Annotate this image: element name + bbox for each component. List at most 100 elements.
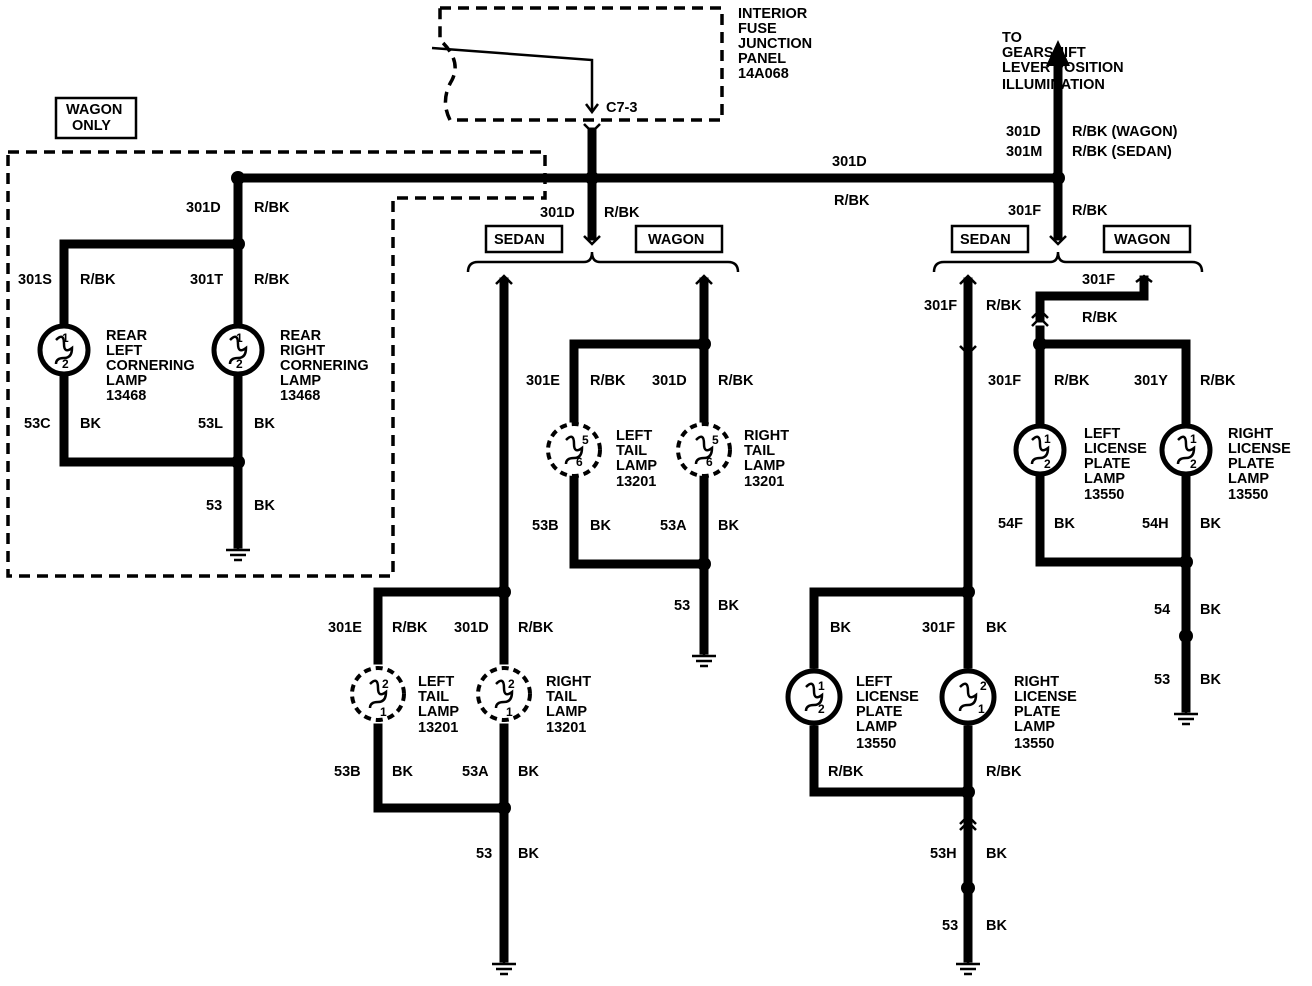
wire-color-label: R/BK — [392, 620, 428, 636]
lamp-label: LICENSE — [1014, 689, 1077, 705]
destination-label: TO — [1002, 30, 1022, 46]
circuit-label: 53 — [206, 498, 222, 514]
variant-label: SEDAN — [960, 232, 1011, 248]
selection-braces — [466, 251, 1204, 273]
circuit-label: 53A — [462, 764, 489, 780]
lamp-label: LEFT — [106, 343, 142, 359]
wire-color-label: BK — [518, 764, 539, 780]
lamp-part: 13468 — [280, 388, 320, 404]
circuit-label: 301D — [454, 620, 489, 636]
circuit-label: 301F — [1008, 203, 1041, 219]
lamp-label: TAIL — [744, 443, 775, 459]
circuit-label: 53H — [930, 846, 957, 862]
circuit-label: 301D — [540, 205, 575, 221]
wire-color-label: R/BK — [518, 620, 554, 636]
wire-color-label: BK — [590, 518, 611, 534]
wires — [59, 55, 1191, 963]
circuit-label: 301D — [1006, 124, 1041, 140]
circuit-label: 53 — [942, 918, 958, 934]
pin-number: 2 — [62, 357, 69, 371]
lamp-part: 13201 — [744, 474, 784, 490]
wire-color-label: R/BK — [1082, 310, 1118, 326]
pin-number: 6 — [576, 455, 583, 469]
sedan-box — [484, 224, 564, 254]
lamp-label: REAR — [280, 328, 322, 344]
wire-color-label: BK — [1200, 672, 1221, 688]
lamp-part: 13201 — [616, 474, 656, 490]
lamp-filaments — [54, 335, 1196, 712]
lamp-label: RIGHT — [280, 343, 325, 359]
wire-color-label: R/BK — [1072, 203, 1108, 219]
lamp-label: LEFT — [856, 674, 892, 690]
wagon-only-region — [6, 150, 547, 578]
ground-icon — [1172, 706, 1200, 726]
wire-color-label: R/BK — [604, 205, 640, 221]
destination-label: GEARSHIFT — [1002, 45, 1086, 61]
circuit-label: 54H — [1142, 516, 1169, 532]
lamp-part: 13201 — [546, 720, 586, 736]
lamp-label: CORNERING — [280, 358, 369, 374]
lamp-symbols — [37, 323, 1213, 726]
pin-number: 1 — [1190, 432, 1197, 446]
wagon-only-label: WAGON — [66, 102, 122, 118]
lamp-label: RIGHT — [1014, 674, 1059, 690]
lamp-label: LAMP — [546, 704, 587, 720]
wagon-box — [1102, 224, 1192, 254]
lamp-part: 13201 — [418, 720, 458, 736]
pin-number: 1 — [1044, 432, 1051, 446]
wire-color-label: R/BK — [828, 764, 864, 780]
lamp-label: RIGHT — [744, 428, 789, 444]
pin-number: 2 — [236, 357, 243, 371]
lamp-label: PLATE — [856, 704, 903, 720]
circuit-label: 53 — [1154, 672, 1170, 688]
circuit-label: 301E — [328, 620, 362, 636]
circuit-label: 53 — [674, 598, 690, 614]
wire-color-label: BK — [1200, 602, 1221, 618]
connector-marks — [495, 123, 1153, 831]
pin-number: 1 — [978, 702, 985, 716]
circuit-label: 301T — [190, 272, 223, 288]
wire-color-label: BK — [718, 518, 739, 534]
pin-number: 1 — [818, 679, 825, 693]
lamp-label: LAMP — [616, 458, 657, 474]
pin-number: 6 — [706, 455, 713, 469]
lamp-label: LAMP — [418, 704, 459, 720]
pin-number: 2 — [382, 677, 389, 691]
circuit-label: 54 — [1154, 602, 1170, 618]
fuse-panel-title: INTERIOR — [738, 6, 808, 22]
wagon-only-label: ONLY — [72, 118, 111, 134]
circuit-label: 53B — [334, 764, 361, 780]
wagon-only-box — [54, 96, 138, 140]
circuit-label: 301D — [652, 373, 687, 389]
pin-number: 5 — [582, 433, 589, 447]
pin-number: 1 — [62, 331, 69, 345]
wire-color-label: R/BK — [986, 764, 1022, 780]
circuit-label: 53B — [532, 518, 559, 534]
lamp-label: LEFT — [418, 674, 454, 690]
wire-color-label: BK — [254, 416, 275, 432]
lamp-label: LAMP — [280, 373, 321, 389]
ground-icon — [954, 956, 982, 976]
lamp-label: RIGHT — [546, 674, 591, 690]
wire-color-label: BK — [1054, 516, 1075, 532]
destination-label: ILLUMINATION — [1002, 77, 1105, 93]
lamp-label: LAMP — [1228, 471, 1269, 487]
wire-color-label: BK — [830, 620, 851, 636]
lamp-label: TAIL — [418, 689, 449, 705]
circuit-label: 301M — [1006, 144, 1042, 160]
fuse-panel-part: 14A068 — [738, 66, 789, 82]
wire-color-label: BK — [986, 620, 1007, 636]
lamp-label: LICENSE — [1228, 441, 1291, 457]
lamp-label: LAMP — [106, 373, 147, 389]
wire-color-label: R/BK — [590, 373, 626, 389]
wire-color-label: R/BK — [254, 200, 290, 216]
circuit-label: 301F — [1082, 272, 1115, 288]
circuit-label: 53A — [660, 518, 687, 534]
wire-color-label: BK — [986, 846, 1007, 862]
lamp-label: LAMP — [744, 458, 785, 474]
variant-label: WAGON — [1114, 232, 1170, 248]
lamp-label: PLATE — [1228, 456, 1275, 472]
circuit-label: 301F — [924, 298, 957, 314]
